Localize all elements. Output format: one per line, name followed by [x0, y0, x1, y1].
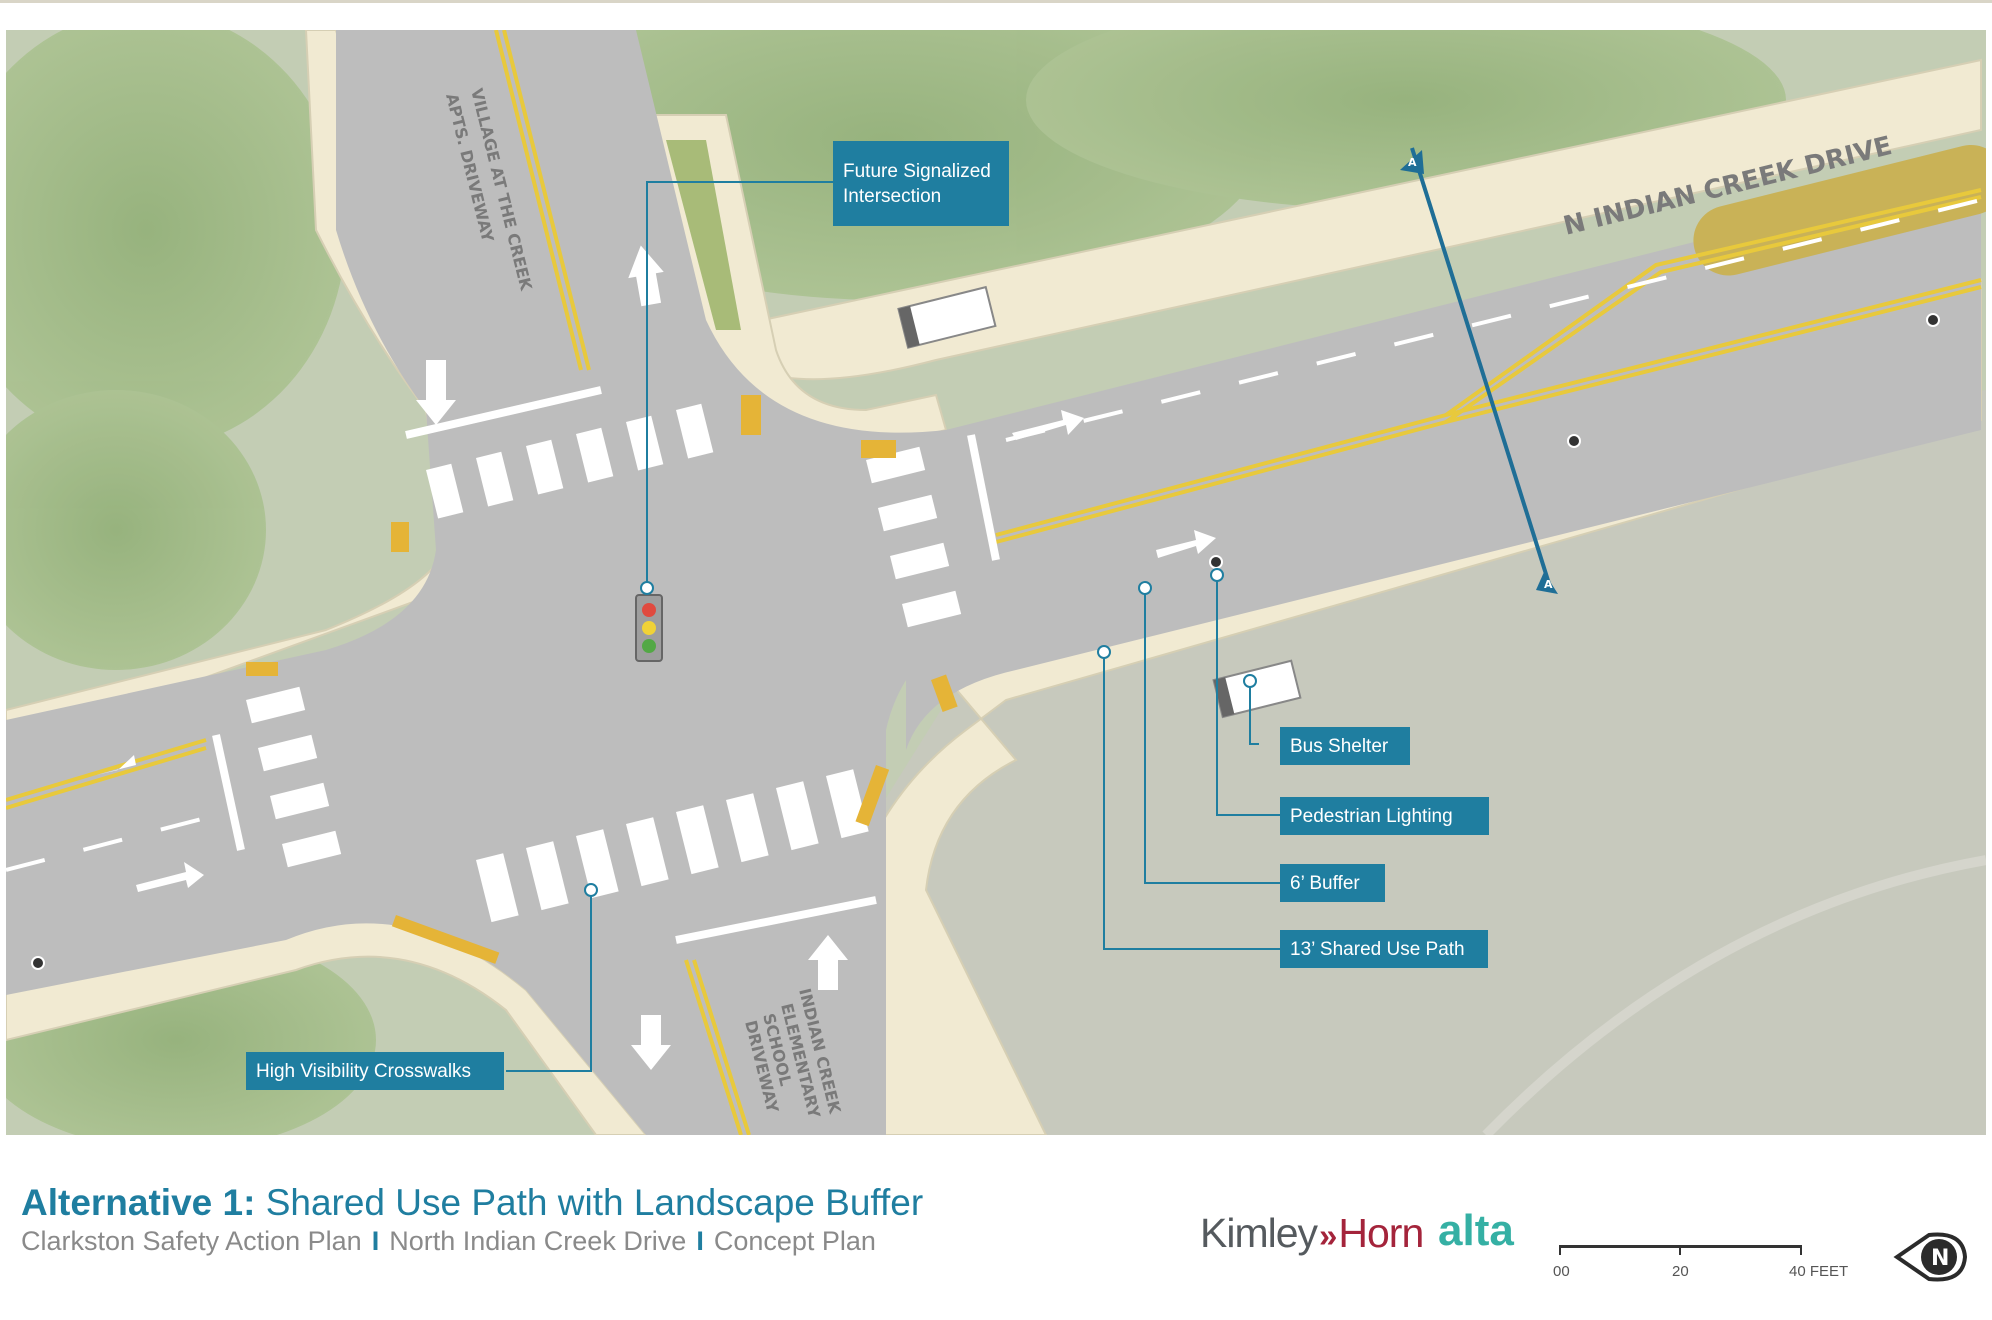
subtitle-separator: I: [696, 1226, 704, 1256]
planted-median: [1693, 145, 1986, 276]
svg-text:A: A: [1544, 578, 1553, 591]
subtitle: Clarkston Safety Action Plan I North India…: [21, 1226, 876, 1257]
concept-plan-map: N INDIAN CREEK DRIVE VILLAGE AT THE CREE…: [6, 30, 1986, 1135]
callout-shared-use-path: 13’ Shared Use Path: [1280, 930, 1488, 968]
subtitle-separator: I: [371, 1226, 380, 1256]
title-description: Shared Use Path with Landscape Buffer: [255, 1182, 924, 1223]
crosswalk-north: [426, 403, 714, 519]
alta-logo: alta: [1438, 1206, 1514, 1255]
bus-shelter-south: [1212, 659, 1302, 719]
callout-buffer: 6’ Buffer: [1280, 864, 1385, 902]
callout-future-signal-line2: Intersection: [843, 185, 942, 207]
callout-future-signal-line1: Future Signalized: [843, 160, 991, 182]
subtitle-doc-type: Concept Plan: [713, 1226, 876, 1256]
lane-dashes: [6, 198, 1982, 872]
subtitle-plan-name: Clarkston Safety Action Plan: [21, 1226, 362, 1256]
yellow-centerlines: [6, 30, 1982, 1135]
callout-future-signalized-intersection: Future Signalized Intersection: [833, 141, 1009, 226]
title-alternative: Alternative 1:: [21, 1182, 256, 1223]
bus-shelter-north: [897, 285, 997, 349]
south-driveway: [646, 890, 886, 1135]
section-line-a: A A: [1400, 147, 1558, 594]
scale-label-20: 20: [1672, 1263, 1689, 1280]
leader-lines: [506, 181, 1280, 1072]
scale-label-40: 40 FEET: [1789, 1263, 1849, 1280]
footer: Alternative 1: Shared Use Path with Land…: [0, 1135, 1992, 1320]
pavement-arrows: [96, 245, 1216, 1070]
pedestrian-lights: [31, 313, 1940, 970]
leader-endpoints: [584, 568, 1257, 897]
stop-bars: [212, 386, 1000, 944]
subtitle-corridor: North Indian Creek Drive: [389, 1226, 687, 1256]
traffic-signal-icon: [635, 594, 663, 662]
detectable-warnings: [246, 395, 958, 964]
callout-bus-shelter: Bus Shelter: [1280, 727, 1410, 765]
kimley-horn-logo: Kimley»Horn: [1200, 1210, 1424, 1256]
svg-text:N: N: [1931, 1246, 1949, 1271]
page-title: Alternative 1: Shared Use Path with Land…: [21, 1182, 923, 1224]
svg-text:A: A: [1408, 156, 1417, 169]
scale-label-0: 00: [1553, 1263, 1570, 1280]
callout-pedestrian-lighting: Pedestrian Lighting: [1280, 797, 1489, 835]
top-rule: [0, 0, 1992, 3]
main-road: [906, 170, 1981, 750]
north-arrow-icon: N: [1893, 1227, 1971, 1287]
callout-high-visibility-crosswalks: High Visibility Crosswalks: [246, 1052, 504, 1090]
crosswalk-east: [866, 446, 962, 628]
crosswalk-west: [246, 686, 342, 868]
